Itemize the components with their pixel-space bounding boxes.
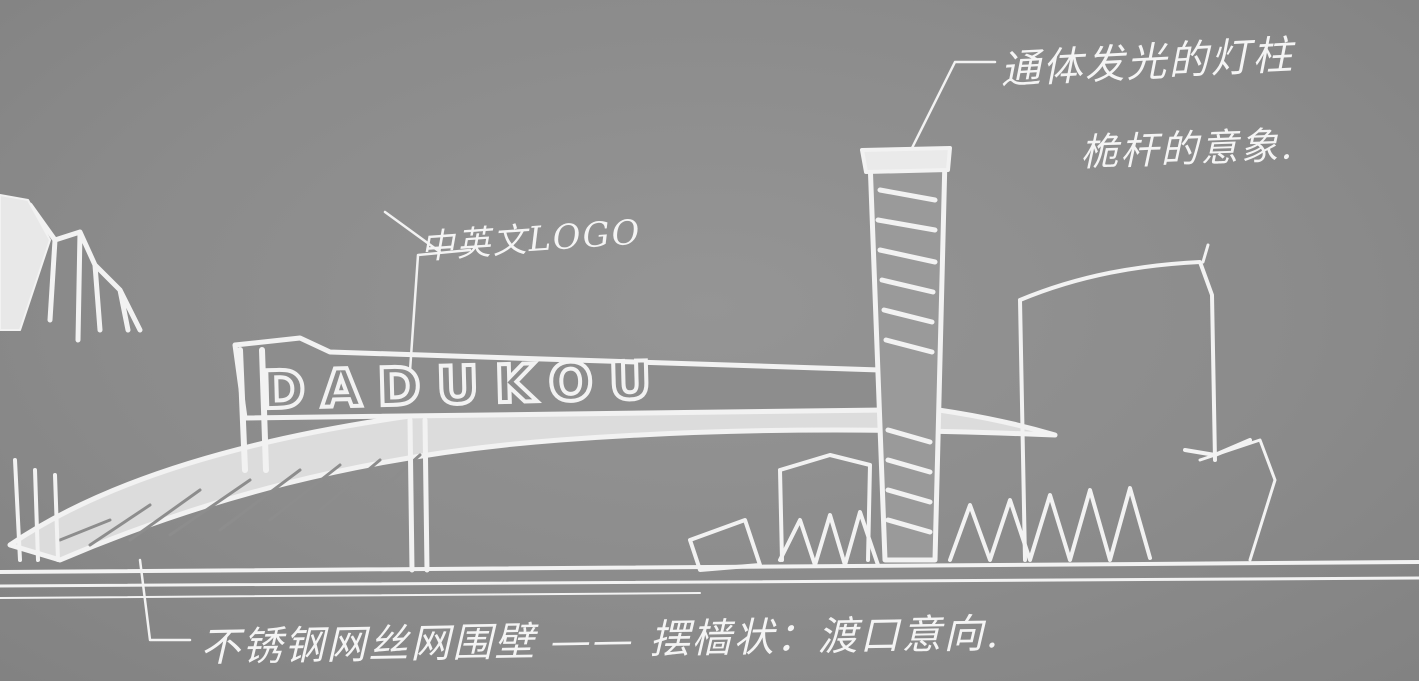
lower-building-1: [688, 518, 762, 572]
lower-building-2: [778, 453, 872, 562]
sign-pillar-left: [237, 347, 269, 473]
tower-spiral: [875, 187, 938, 535]
leader-logo: [406, 248, 472, 402]
leader-bottom: [138, 558, 192, 642]
right-building: [1018, 260, 1217, 562]
mid-support: [407, 417, 430, 573]
arch-canopy: [7, 393, 1058, 563]
ground-line-1: [0, 560, 1419, 574]
mast-fence: [778, 486, 1152, 567]
annotation-tower-line-2: 桅杆的意象.: [1079, 123, 1295, 175]
ground-line-2: [0, 576, 1419, 588]
cliff-left-fill: [0, 194, 51, 331]
ground-line-3: [0, 592, 701, 599]
leader-tower: [910, 60, 997, 150]
right-wire: [1198, 438, 1277, 562]
right-flagpole: [1201, 243, 1210, 264]
tower-top: [860, 146, 952, 174]
left-posts: [13, 458, 60, 562]
leader-logo-tick: [383, 210, 442, 254]
sign-lettering: DADUKOU: [259, 349, 670, 424]
arch-mesh: [58, 453, 422, 547]
